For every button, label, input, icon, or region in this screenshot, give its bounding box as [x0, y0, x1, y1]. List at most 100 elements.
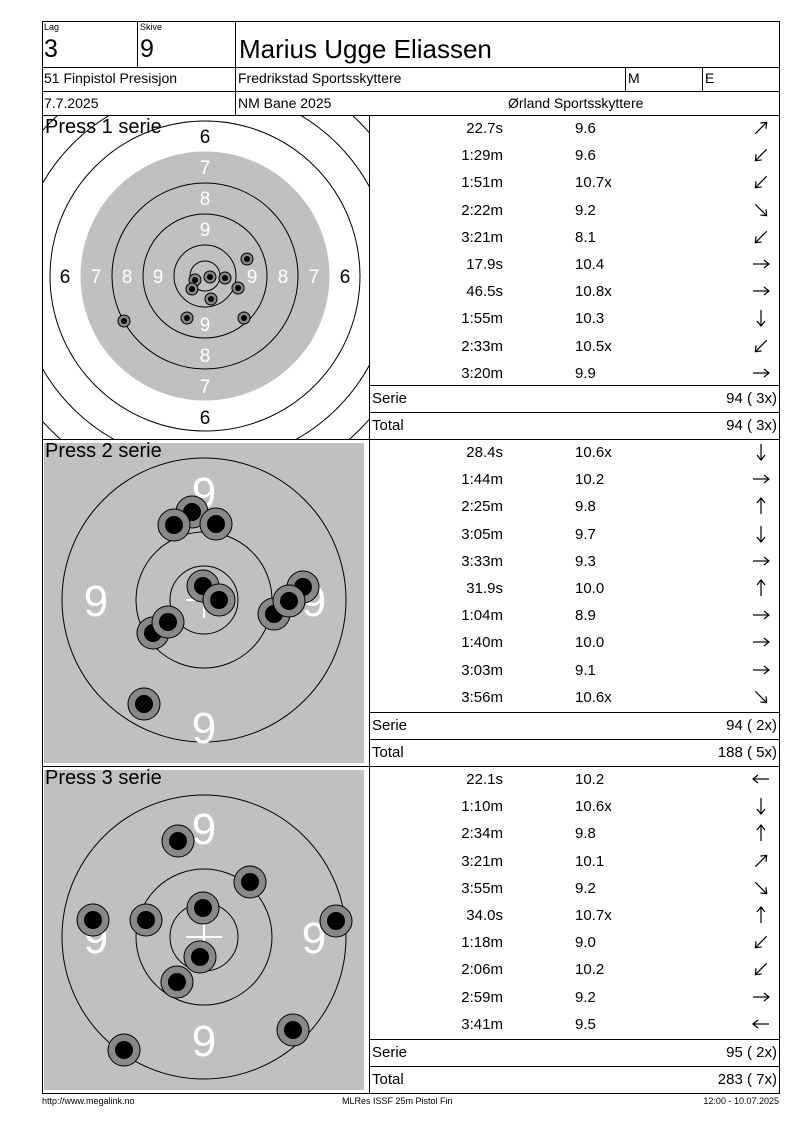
- skive-cell: Skive 9: [138, 21, 236, 68]
- direction-arrow-icon: [753, 556, 770, 566]
- direction-arrow-icon: [754, 690, 768, 704]
- results-sheet: [42, 21, 780, 1094]
- direction-arrow-icon: [756, 444, 766, 461]
- shot-time: 2:59m: [461, 988, 503, 1006]
- serie-value: 94 ( 2x): [726, 717, 777, 734]
- shot-score: 9.2: [575, 988, 596, 1006]
- shot-time: 17.9s: [466, 256, 503, 273]
- total-value: 188 ( 5x): [717, 744, 777, 761]
- shot-score: 10.2: [575, 471, 605, 489]
- shot-holes: [127, 495, 320, 721]
- shot-score: 9.5: [575, 1015, 596, 1033]
- ring-label: 7: [309, 267, 320, 288]
- row-divider: [370, 385, 779, 386]
- footer-url[interactable]: http://www.megalink.no: [42, 1096, 135, 1106]
- panel-divider: [42, 766, 780, 767]
- direction-arrow-icon: [752, 1019, 769, 1029]
- shot-score: 8.9: [575, 607, 596, 625]
- ring-label: 7: [200, 377, 211, 398]
- direction-arrow-icon: [756, 906, 766, 923]
- shot-time: 1:10m: [461, 798, 503, 816]
- target-panel-2: Press 2 serie 9 9 9 9: [43, 440, 369, 766]
- total-row: Total 188 ( 5x): [370, 740, 779, 767]
- shot-score: 10.0: [575, 634, 605, 652]
- ring-label: 9: [200, 220, 211, 241]
- shot-row: 1:10m 10.6x: [370, 794, 778, 821]
- shooter-name: Marius Ugge Eliassen: [239, 34, 492, 64]
- serie-value: 94 ( 3x): [726, 390, 777, 407]
- shot-score: 10.6x: [575, 798, 612, 816]
- direction-arrow-icon: [753, 286, 770, 296]
- direction-arrow-icon: [753, 474, 770, 484]
- shot-score: 9.6: [575, 120, 596, 137]
- shot-time: 3:20m: [461, 364, 503, 382]
- ring-label: 8: [200, 346, 211, 367]
- shot-score: 8.1: [575, 228, 596, 246]
- ring-label: 9: [247, 267, 258, 288]
- shot-score: 9.9: [575, 364, 596, 382]
- direction-arrow-icon: [756, 798, 766, 816]
- shot-time: 22.1s: [466, 771, 503, 788]
- shot-score: 10.6x: [575, 688, 612, 706]
- direction-arrow-icon: [756, 497, 766, 515]
- shot-score: 10.1: [575, 852, 605, 870]
- shot-score: 10.7x: [575, 174, 612, 192]
- shot-time: 2:34m: [461, 825, 503, 843]
- shot-score: 10.5x: [575, 337, 612, 355]
- total-label: Total: [372, 417, 404, 434]
- shot-row: 2:59m 9.2: [370, 985, 778, 1012]
- footer-software: MLRes ISSF 25m Pistol Fin: [342, 1096, 453, 1106]
- ring-label: 9: [153, 267, 164, 288]
- lag-cell: Lag 3: [42, 21, 138, 68]
- panel-title: Press 3 serie: [45, 767, 162, 789]
- direction-arrow-icon: [754, 936, 768, 949]
- event-cell: 51 Finpistol Presisjon: [42, 68, 236, 91]
- skive-value: 9: [140, 35, 154, 63]
- direction-arrow-icon: [754, 121, 768, 135]
- shot-time: 28.4s: [466, 444, 503, 461]
- ring-label: 6: [60, 267, 71, 288]
- shot-time: 1:40m: [461, 634, 503, 652]
- m-cell: M: [626, 68, 703, 91]
- shot-score: 10.4: [575, 256, 605, 273]
- total-value: 283 ( 7x): [717, 1071, 777, 1088]
- header-divider: [42, 91, 780, 92]
- shot-time: 1:18m: [461, 934, 503, 952]
- ring-label: 8: [278, 267, 289, 288]
- shot-time: 3:21m: [461, 228, 503, 246]
- row-divider: [370, 739, 779, 740]
- shot-row: 17.9s 10.4: [370, 252, 778, 279]
- shot-time: 34.0s: [466, 907, 503, 924]
- shot-row: 1:29m 9.6: [370, 143, 778, 170]
- shot-score: 9.3: [575, 552, 596, 570]
- shot-score: 9.6: [575, 147, 596, 165]
- direction-arrow-icon: [753, 259, 770, 269]
- total-row: Total 94 ( 3x): [370, 413, 779, 440]
- shot-time: 1:29m: [461, 147, 503, 165]
- ring-label: 9: [200, 315, 211, 336]
- shot-time: 1:55m: [461, 310, 503, 328]
- direction-arrow-icon: [752, 774, 769, 784]
- e-value: E: [705, 70, 715, 86]
- total-value: 94 ( 3x): [726, 417, 777, 434]
- skive-label: Skive: [140, 22, 163, 32]
- direction-arrow-icon: [756, 310, 766, 328]
- lag-value: 3: [44, 35, 58, 63]
- shot-score: 10.2: [575, 771, 605, 788]
- shot-time: 46.5s: [466, 283, 503, 301]
- ring-label: 9: [192, 805, 216, 854]
- direction-arrow-icon: [753, 368, 770, 378]
- panel-divider: [42, 439, 780, 440]
- total-label: Total: [372, 744, 404, 761]
- lag-label: Lag: [44, 22, 60, 32]
